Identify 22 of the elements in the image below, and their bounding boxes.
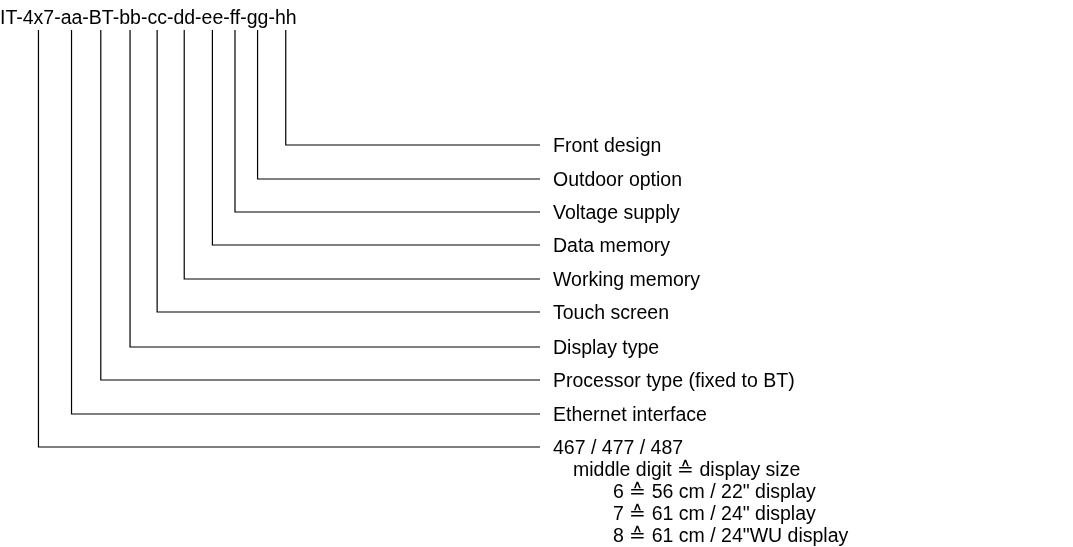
description-text: Processor type (fixed to BT): [540, 369, 795, 391]
leader-line: [285, 29, 541, 146]
description-text: Front design: [540, 134, 662, 156]
description-text: Voltage supply: [540, 201, 680, 223]
leader-line: [183, 29, 541, 280]
description-text: Touch screen: [540, 301, 669, 323]
leader-line: [234, 29, 541, 213]
leader-line: [156, 29, 541, 313]
leader-line: [211, 29, 541, 246]
note-text: middle digit ≙ display size: [573, 458, 802, 480]
description-text: Display type: [540, 336, 660, 358]
note-text: 8 ≙ 61 cm / 24"WU display: [613, 524, 849, 546]
type-code: IT-4x7-aa-BT-bb-cc-dd-ee-ff-gg-hh: [0, 6, 297, 28]
description-text: Working memory: [540, 268, 700, 290]
leader-line: [256, 29, 541, 180]
description-text: Data memory: [540, 234, 671, 256]
note-text: 7 ≙ 61 cm / 24" display: [613, 502, 817, 524]
description-text: Ethernet interface: [540, 403, 707, 425]
note-text: 6 ≙ 56 cm / 22" display: [613, 480, 817, 502]
description-text: Outdoor option: [540, 168, 682, 190]
description-text: 467 / 477 / 487: [553, 436, 685, 458]
leader-line: [129, 29, 541, 348]
